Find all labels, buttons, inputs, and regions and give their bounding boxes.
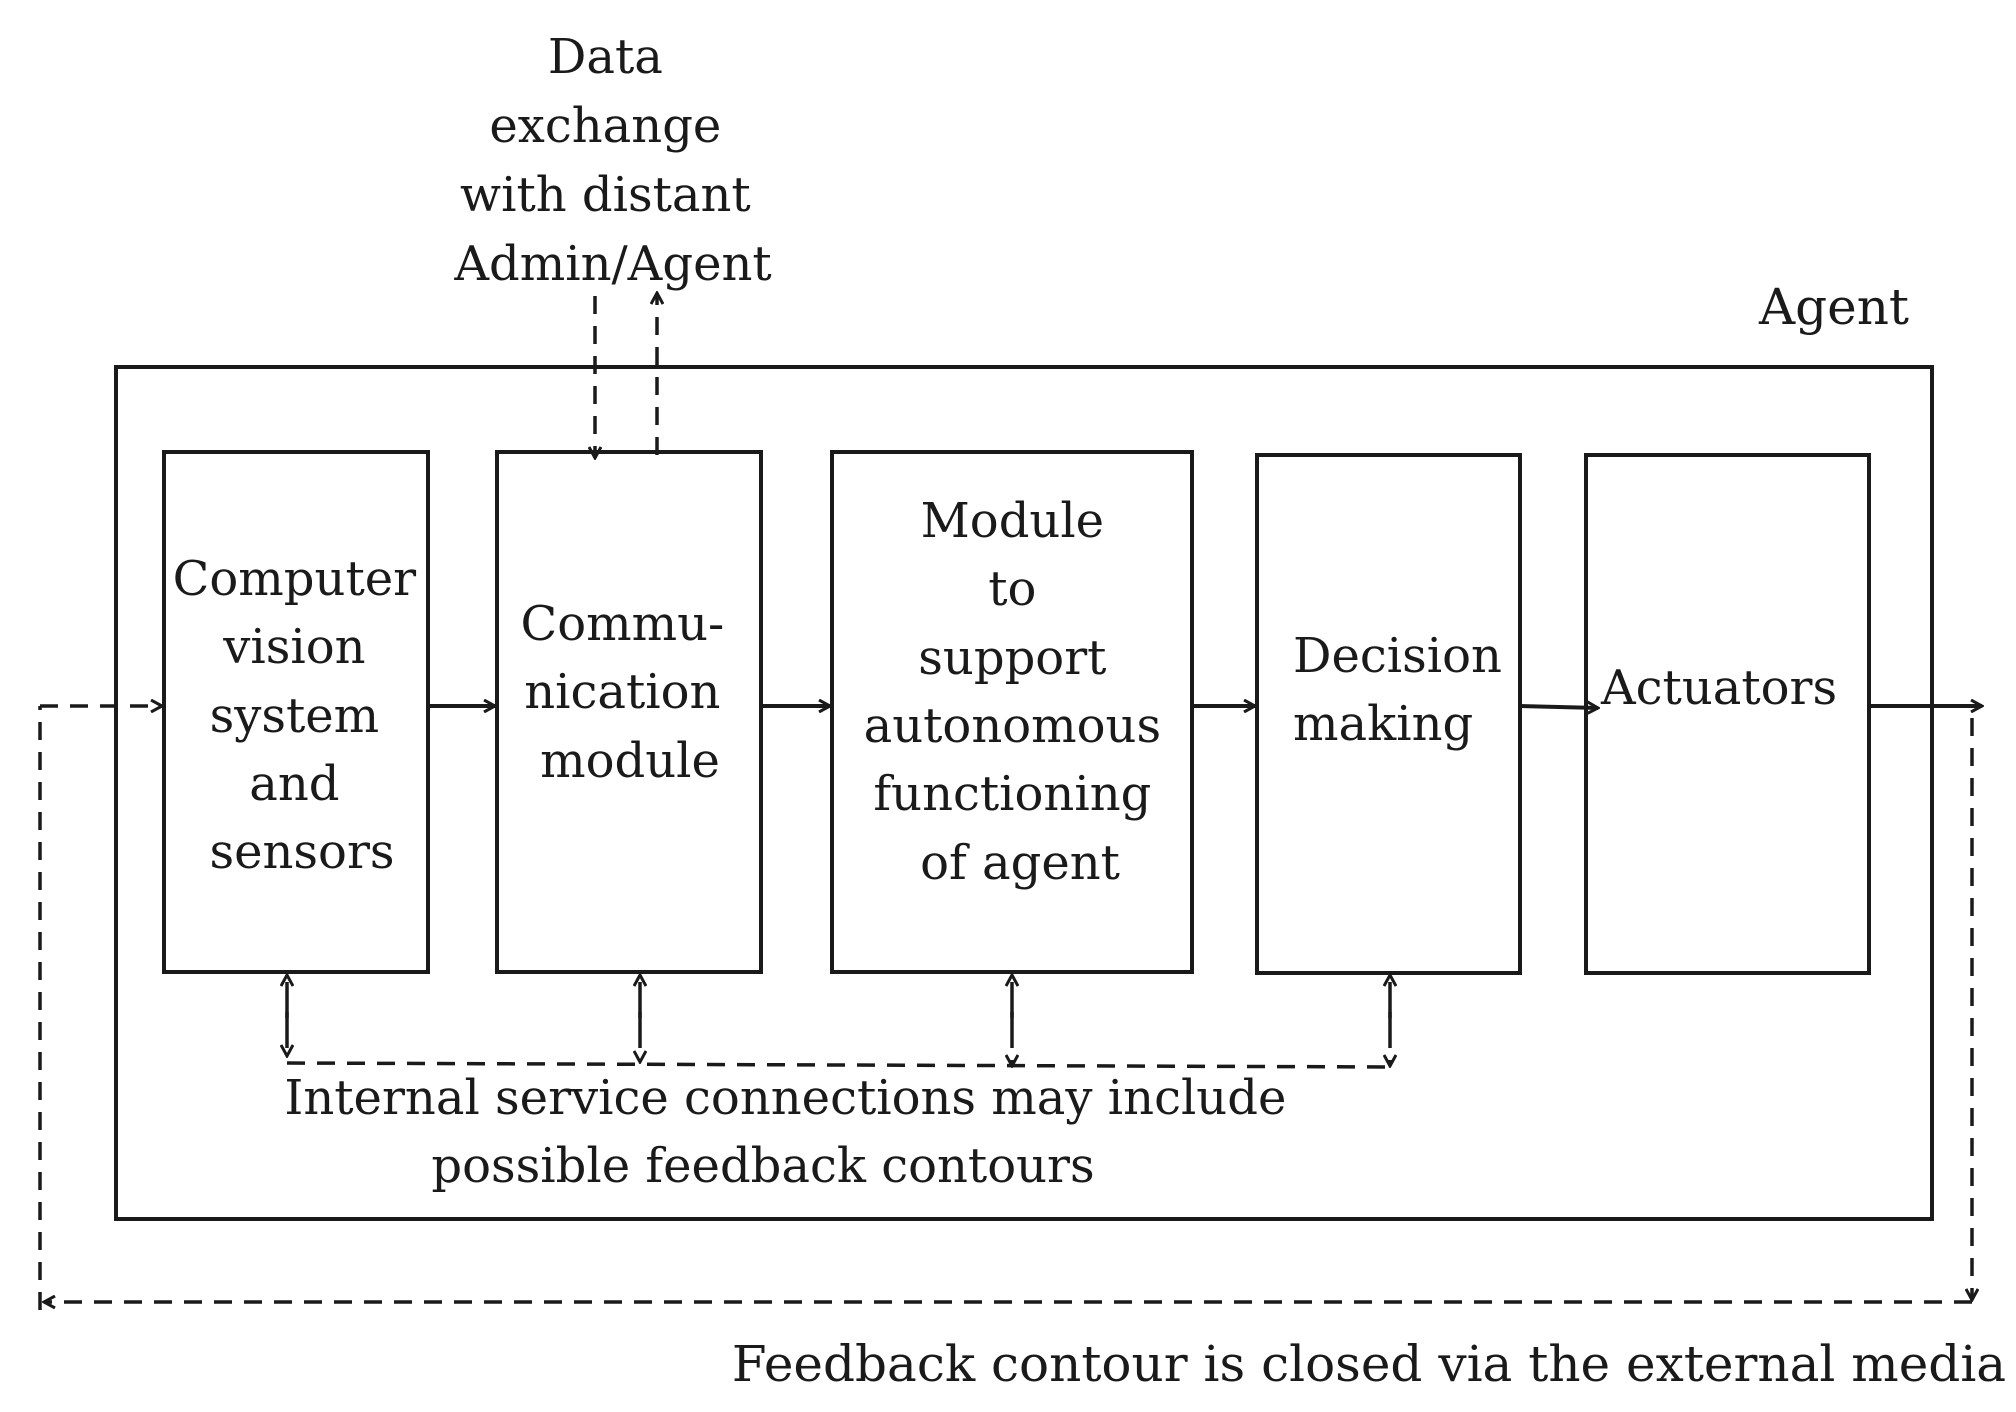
data-exchange-label: Data exchange with distant Admin/Agent <box>453 29 771 292</box>
actuators-box <box>1584 453 1871 975</box>
communication-module-label: Commu- nication module <box>520 596 739 789</box>
decision-making-box <box>1255 453 1522 975</box>
actuators-label: Actuators <box>1600 660 1837 716</box>
internal-connections-note: Internal service connections may include… <box>284 1070 1301 1194</box>
communication-module-box <box>495 450 763 974</box>
decision-making-label: Decision making <box>1293 628 1517 752</box>
internal-bus-line <box>286 1061 1396 1069</box>
autonomous-module-box <box>830 450 1194 974</box>
agent-label: Agent <box>1758 278 1909 336</box>
external-feedback-note: Feedback contour is closed via the exter… <box>732 1335 2006 1393</box>
arrow-decision-to-actuators <box>1519 706 1598 708</box>
computer-vision-box <box>162 450 430 974</box>
autonomous-module-label: Module to support autonomous functioning… <box>864 493 1177 891</box>
computer-vision-label: Computer vision system and sensors <box>173 551 432 880</box>
